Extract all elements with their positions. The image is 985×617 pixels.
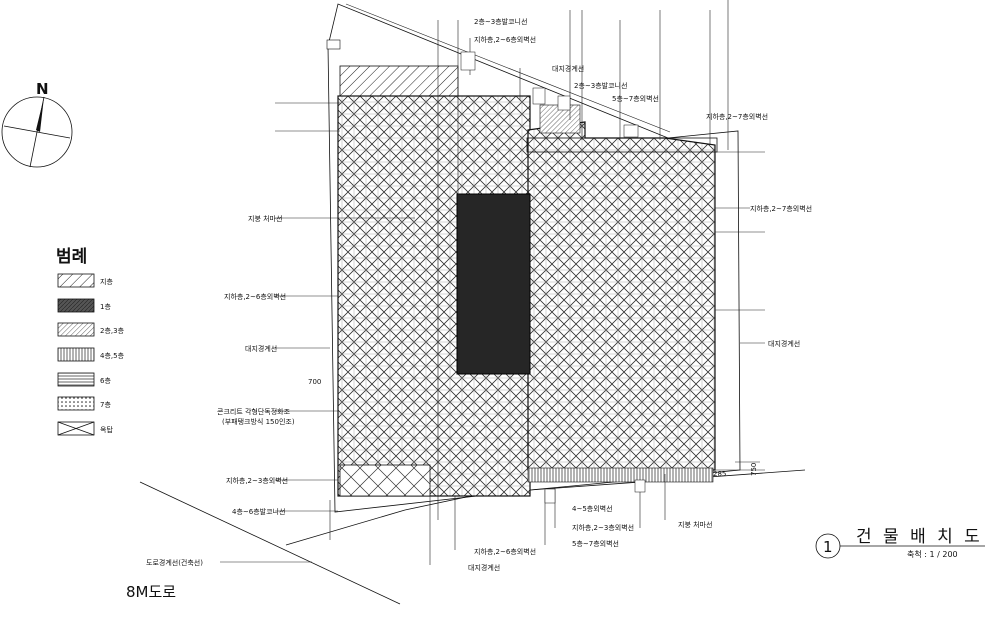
label-mid-5-7-outer: 5층~7층외벽선 [612, 94, 659, 103]
label-left-site-boundary: 대지경계선 [245, 344, 277, 353]
legend-swatch-1f [57, 298, 95, 313]
label-bottom-4-5-outer: 4~5층외벽선 [572, 504, 613, 513]
road-line-mid [285, 509, 406, 546]
dim-700: 700 [308, 378, 321, 386]
north-letter: N [36, 80, 49, 98]
label-bottom-roof-eave: 지붕 처마선 [678, 520, 712, 529]
legend-item: 7층 [57, 396, 111, 411]
dimension-tags: 700 285 750 [308, 51, 758, 504]
legend-item: 2층,3층 [57, 322, 125, 337]
legend-label: 6층 [100, 376, 111, 385]
dim-tag-4 [623, 124, 639, 138]
dim-tag-6 [634, 479, 646, 493]
right-block-bottom-band [527, 467, 714, 483]
legend-item: 1층 [57, 298, 111, 313]
legend-item: 옥탑 [57, 421, 113, 436]
site-boundary [326, 3, 741, 513]
road-line-lower [139, 481, 401, 605]
legend: 범례 지층 1층 2층,3층 4층,5층 6층 7층 옥탑 [56, 247, 125, 436]
corner-tag [326, 39, 341, 50]
site-boundary-inner [345, 3, 671, 133]
right-block-top-band [526, 137, 718, 153]
title-block: 1 건 물 배 치 도 축척 : 1 / 200 [815, 527, 985, 559]
legend-swatch-6f [57, 372, 95, 387]
label-left-b-2-6-outer: 지하층,2~6층외벽선 [224, 292, 286, 301]
label-concrete-line2: (부패탱크방식 150인조) [222, 417, 295, 426]
title-number: 1 [823, 538, 833, 556]
label-left-b-2-3-outer: 지하층,2~3층외벽선 [226, 476, 288, 485]
title-text: 건 물 배 치 도 [856, 527, 983, 547]
label-right-b-2-7-outer-b: 지하층,2~7층외벽선 [750, 204, 812, 213]
dim-tag-2 [532, 87, 546, 105]
label-bottom-5-7-outer: 5층~7층외벽선 [572, 539, 619, 548]
legend-cross-icon [57, 421, 95, 436]
label-left-4-6-balcony: 4층~6층발코니선 [232, 507, 285, 516]
legend-label: 1층 [100, 302, 111, 311]
road-label: 8M도로 [126, 583, 176, 601]
north-circle [1, 96, 73, 168]
dim-tag-3 [557, 95, 571, 111]
north-arrow: N [1, 80, 73, 168]
label-top-b-2-6-outer: 지하층,2~6층외벽선 [474, 35, 536, 44]
label-site-boundary-top: 대지경계선 [552, 64, 584, 73]
dim-750: 750 [750, 463, 758, 476]
legend-item: 6층 [57, 372, 111, 387]
label-bottom-site-boundary: 대지경계선 [468, 563, 500, 572]
site-boundary-outline [327, 3, 741, 513]
building-right-block [526, 104, 718, 483]
label-left-roof-eave: 지붕 처마선 [248, 214, 282, 223]
left-block-bottom-strip [339, 464, 431, 497]
legend-label: 2층,3층 [100, 326, 125, 335]
label-right-site-boundary: 대지경계선 [768, 339, 800, 348]
legend-item: 지층 [57, 273, 113, 288]
legend-swatch-4-5f [57, 347, 95, 362]
right-block-mass [527, 121, 716, 471]
leader-lines [220, 0, 765, 565]
balcony-strip-top [339, 65, 459, 97]
legend-item: 4층,5층 [57, 347, 125, 362]
north-pointer [36, 97, 44, 132]
label-bottom-b-2-6-outer: 지하층,2~6층외벽선 [474, 547, 536, 556]
legend-label: 7층 [100, 400, 111, 409]
legend-swatch-basement [57, 273, 95, 288]
label-mid-2-3-balcony: 2층~3층발코니선 [574, 81, 627, 90]
annotation-labels: 2층~3층발코니선 지하층,2~6층외벽선 대지경계선 2층~3층발코니선 5층… [146, 17, 812, 572]
legend-label: 4층,5층 [100, 351, 125, 360]
title-scale: 축척 : 1 / 200 [907, 550, 958, 559]
label-road-boundary: 도로경계선(건축선) [146, 558, 203, 567]
label-bottom-b-2-3-outer: 지하층,2~3층외벽선 [572, 523, 634, 532]
building-left-block [337, 65, 531, 497]
legend-swatch-2-3f [57, 322, 95, 337]
legend-title: 범례 [56, 247, 87, 267]
dim-tag-1 [460, 51, 476, 71]
legend-swatch-7f [57, 396, 95, 411]
label-top-2-3-balcony: 2층~3층발코니선 [474, 17, 527, 26]
legend-label: 지층 [100, 277, 113, 286]
dim-tag-5 [544, 488, 556, 504]
building-core [456, 193, 531, 375]
dim-285: 285 [713, 470, 726, 478]
label-right-b-2-7-outer-a: 지하층,2~7층외벽선 [706, 112, 768, 121]
label-concrete-line1: 콘크리트 각형단독정화조 [217, 407, 291, 416]
legend-label: 옥탑 [100, 426, 113, 434]
